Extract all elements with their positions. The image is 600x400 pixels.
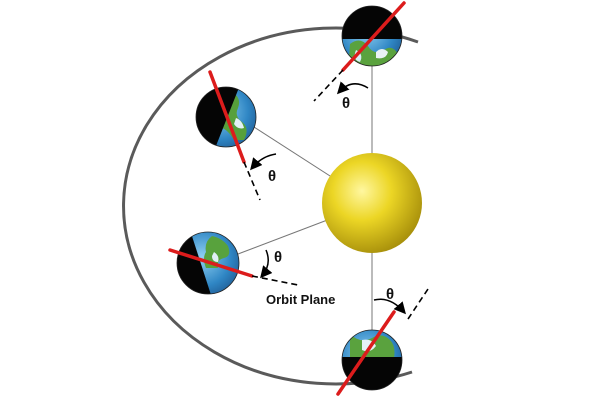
dashed-normal-bottom — [407, 285, 431, 320]
rotation-axis-lower-left — [168, 248, 254, 278]
rotation-axis-top — [341, 1, 406, 72]
rotation-axis-upper-left — [208, 70, 246, 164]
earth-rotation-axes — [168, 1, 406, 396]
orbit-path — [122, 26, 419, 386]
angle-arrow-top — [336, 81, 369, 95]
earth-outline — [195, 86, 257, 148]
theta-label-upper-left: θ — [268, 168, 276, 185]
sun-icon — [322, 153, 422, 253]
earth-outline — [341, 329, 403, 391]
angle-arrow-bottom — [373, 298, 406, 315]
earth-outline — [341, 5, 403, 67]
curved-arrow-icon — [250, 81, 406, 315]
dashed-normal-lower-left — [251, 275, 299, 286]
dashed-normal-upper-left — [243, 161, 261, 201]
orbit-plane-label: Orbit Plane — [266, 292, 335, 307]
orbit-normal-dashed-lines — [243, 69, 431, 320]
theta-label-bottom: θ — [386, 286, 394, 303]
earth-globe-icon — [342, 330, 402, 390]
theta-label-lower-left: θ — [274, 249, 282, 266]
earth-globe-icon — [177, 232, 239, 294]
earth-outline — [176, 231, 240, 295]
angle-arrow-lower-left — [260, 249, 273, 279]
dashed-normal-top — [313, 69, 344, 102]
angle-arrow-upper-left — [250, 153, 277, 171]
rotation-axis-bottom — [336, 310, 396, 396]
theta-label-top: θ — [342, 95, 350, 112]
